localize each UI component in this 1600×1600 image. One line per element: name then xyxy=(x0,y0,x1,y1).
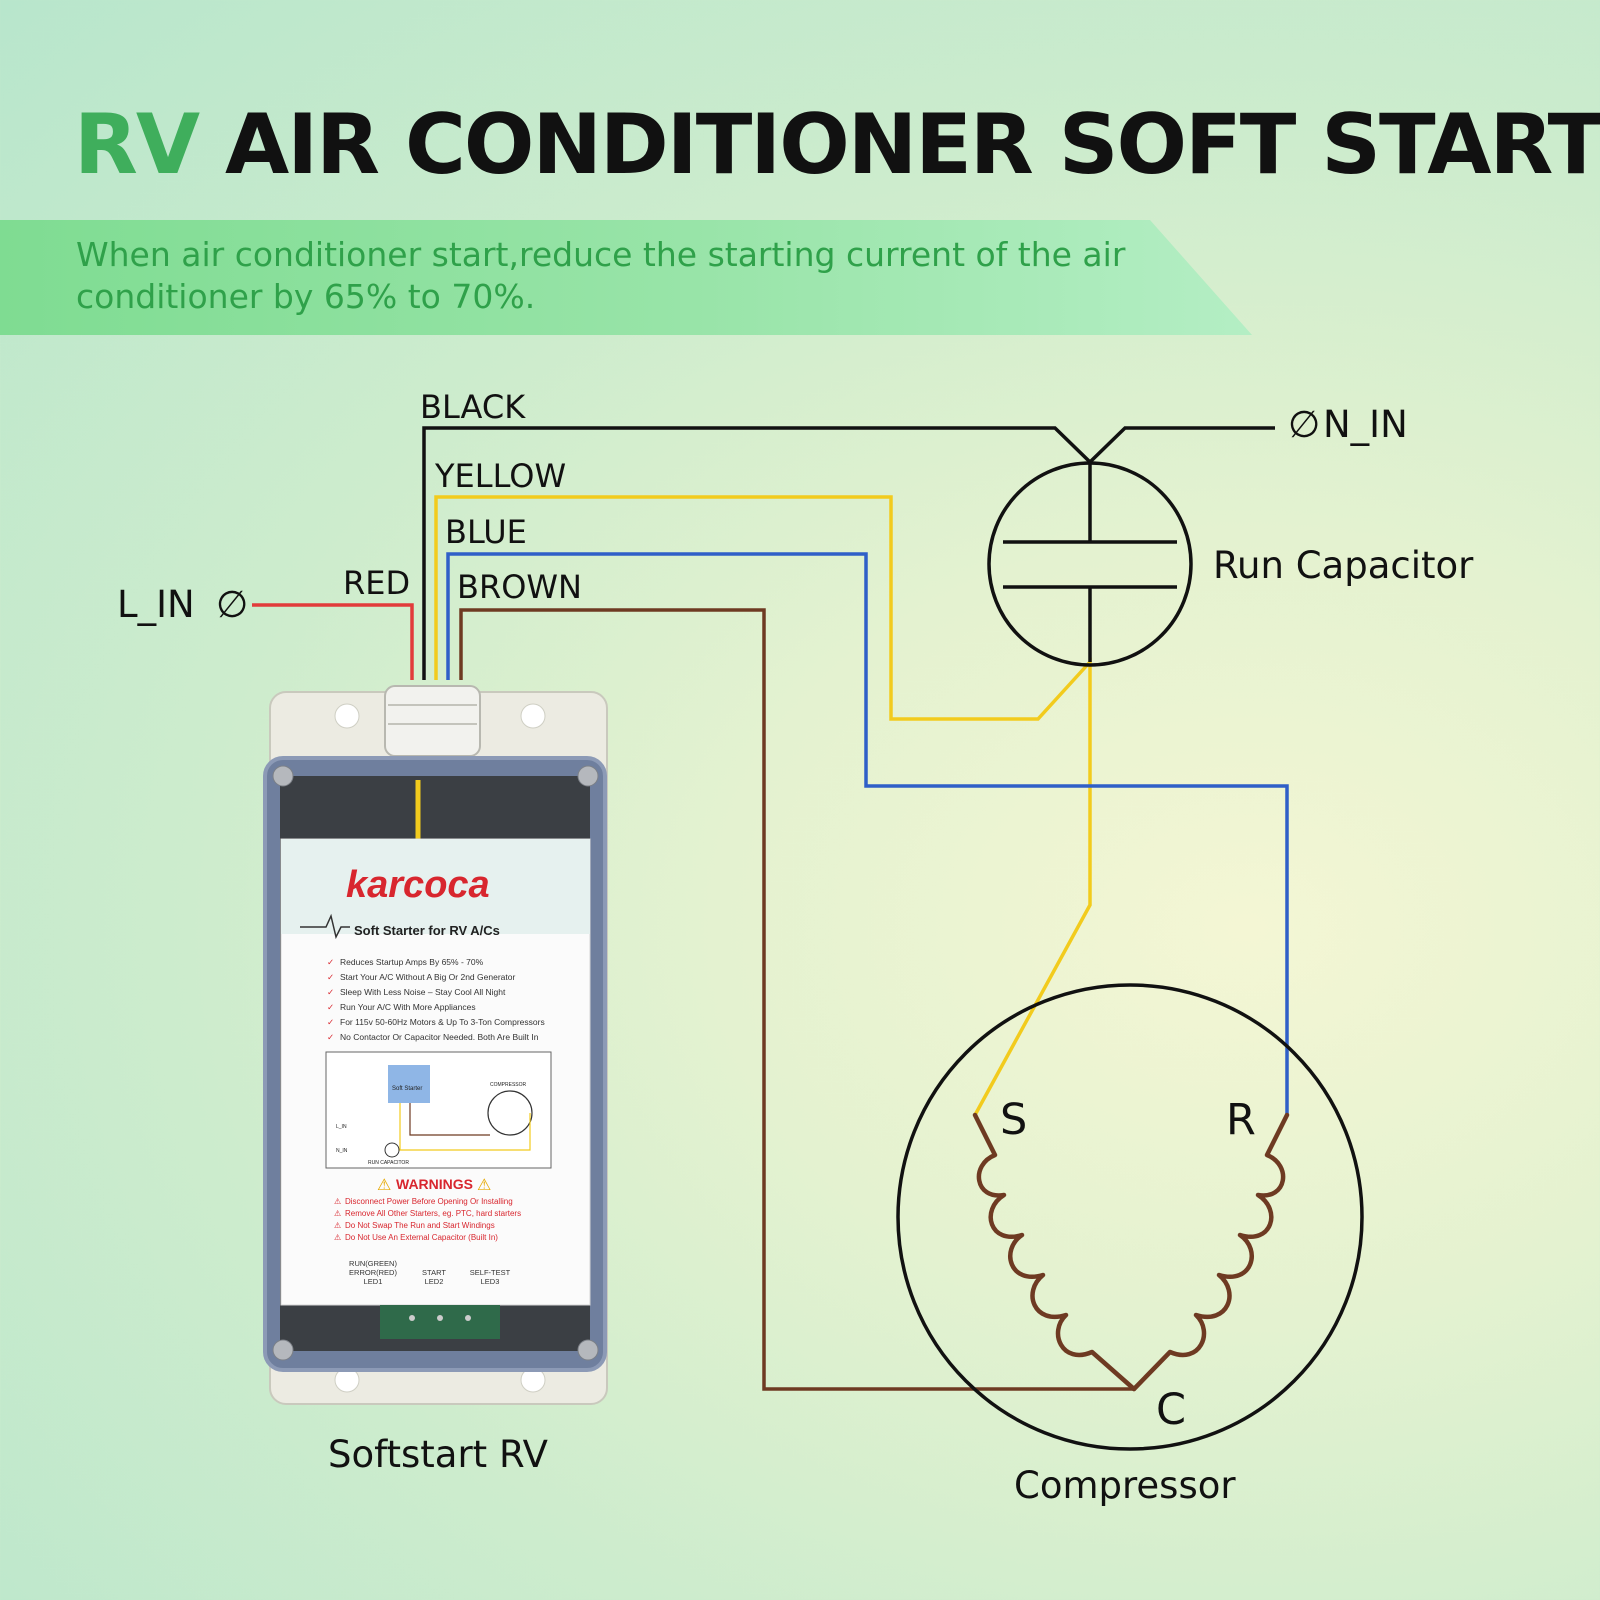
n-in-terminal-icon: ∅ xyxy=(1288,403,1320,446)
yellow-wire xyxy=(434,495,1092,1116)
soft-starter-device: karcoca Soft Starter for RV A/Cs ✓ Reduc… xyxy=(263,685,608,1405)
feature-item: For 115v 50-60Hz Motors & Up To 3-Ton Co… xyxy=(340,1017,545,1027)
label-l-in: L_IN xyxy=(117,583,195,626)
run-capacitor-label: Run Capacitor xyxy=(1213,544,1474,587)
mini-wiring-diagram: Soft Starter COMPRESSOR L_IN N_IN RUN CA… xyxy=(325,1051,552,1169)
blue-wire xyxy=(446,552,1289,1115)
screw-icon xyxy=(272,765,294,787)
svg-text:L_IN: L_IN xyxy=(336,1124,347,1130)
black-wire xyxy=(422,426,1275,680)
check-icon: ✓ xyxy=(327,972,334,982)
terminal-r-label: R xyxy=(1226,1095,1256,1145)
brown-wire xyxy=(459,608,1134,1391)
warning-item: Do Not Swap The Run and Start Windings xyxy=(345,1221,495,1230)
led1-label: ERROR(RED) xyxy=(349,1268,397,1277)
compressor-symbol xyxy=(896,983,1364,1451)
svg-text:RUN CAPACITOR: RUN CAPACITOR xyxy=(368,1160,409,1166)
warning-icon: ⚠ xyxy=(334,1233,341,1242)
red-wire xyxy=(252,603,414,680)
mount-hole-top-left xyxy=(334,703,360,729)
screw-icon xyxy=(577,765,599,787)
svg-text:Soft Starter: Soft Starter xyxy=(392,1086,422,1092)
led2-label: START xyxy=(422,1268,446,1277)
device-caption: Softstart RV xyxy=(328,1433,548,1476)
led3-label: SELF-TEST xyxy=(470,1268,511,1277)
mount-hole-top-right xyxy=(520,703,546,729)
run-capacitor-symbol xyxy=(987,461,1193,667)
check-icon: ✓ xyxy=(327,957,334,967)
screw-icon xyxy=(272,1339,294,1361)
warning-icon: ⚠ xyxy=(377,1177,391,1194)
label-n-in: N_IN xyxy=(1323,403,1408,446)
screw-icon xyxy=(577,1339,599,1361)
led3-indicator xyxy=(465,1315,471,1321)
warning-icon: ⚠ xyxy=(334,1197,341,1206)
check-icon: ✓ xyxy=(327,1002,334,1012)
run-winding-coil xyxy=(1131,1112,1290,1392)
feature-item: Start Your A/C Without A Big Or 2nd Gene… xyxy=(340,972,515,982)
led1-label: LED1 xyxy=(364,1277,383,1286)
title-rest: AIR CONDITIONER SOFT START xyxy=(198,96,1600,193)
led1-indicator xyxy=(409,1315,415,1321)
warning-icon: ⚠ xyxy=(334,1209,341,1218)
led2-indicator xyxy=(437,1315,443,1321)
svg-text:N_IN: N_IN xyxy=(336,1148,348,1154)
warning-icon: ⚠ xyxy=(334,1221,341,1230)
product-name: Soft Starter for RV A/Cs xyxy=(354,923,500,938)
check-icon: ✓ xyxy=(327,1032,334,1042)
label-blue: BLUE xyxy=(445,513,527,551)
check-icon: ✓ xyxy=(327,1017,334,1027)
warning-item: Do Not Use An External Capacitor (Built … xyxy=(345,1233,498,1242)
label-yellow: YELLOW xyxy=(434,457,566,495)
warning-item: Remove All Other Starters, eg. PTC, hard… xyxy=(345,1209,521,1218)
led3-label: LED3 xyxy=(481,1277,500,1286)
led2-label: LED2 xyxy=(425,1277,444,1286)
label-brown: BROWN xyxy=(457,568,582,606)
warning-item: Disconnect Power Before Opening Or Insta… xyxy=(345,1197,513,1206)
feature-item: Run Your A/C With More Appliances xyxy=(340,1002,476,1012)
check-icon: ✓ xyxy=(327,987,334,997)
subtitle-text: When air conditioner start,reduce the st… xyxy=(76,235,1126,316)
svg-text:COMPRESSOR: COMPRESSOR xyxy=(490,1082,527,1088)
compressor-label: Compressor xyxy=(1014,1464,1236,1507)
feature-item: Sleep With Less Noise – Stay Cool All Ni… xyxy=(340,987,506,997)
cable-gland xyxy=(384,685,481,757)
circuit-board-strip xyxy=(380,1305,500,1339)
brand-logo: karcoca xyxy=(346,864,490,906)
terminal-s-label: S xyxy=(1000,1095,1027,1145)
label-black: BLACK xyxy=(420,388,526,426)
feature-item: No Contactor Or Capacitor Needed. Both A… xyxy=(340,1032,539,1042)
led1-label: RUN(GREEN) xyxy=(349,1259,397,1268)
l-in-terminal-icon: ∅ xyxy=(216,583,248,626)
subtitle-banner xyxy=(0,220,1252,335)
title-accent: RV xyxy=(74,96,200,193)
feature-item: Reduces Startup Amps By 65% - 70% xyxy=(340,957,484,967)
label-red: RED xyxy=(343,564,410,602)
terminal-c-label: C xyxy=(1156,1385,1186,1435)
warnings-title: WARNINGS xyxy=(396,1176,473,1192)
warning-icon: ⚠ xyxy=(477,1177,491,1194)
page-title: RV AIR CONDITIONER SOFT START xyxy=(74,96,1600,193)
start-winding-coil xyxy=(972,1112,1137,1392)
